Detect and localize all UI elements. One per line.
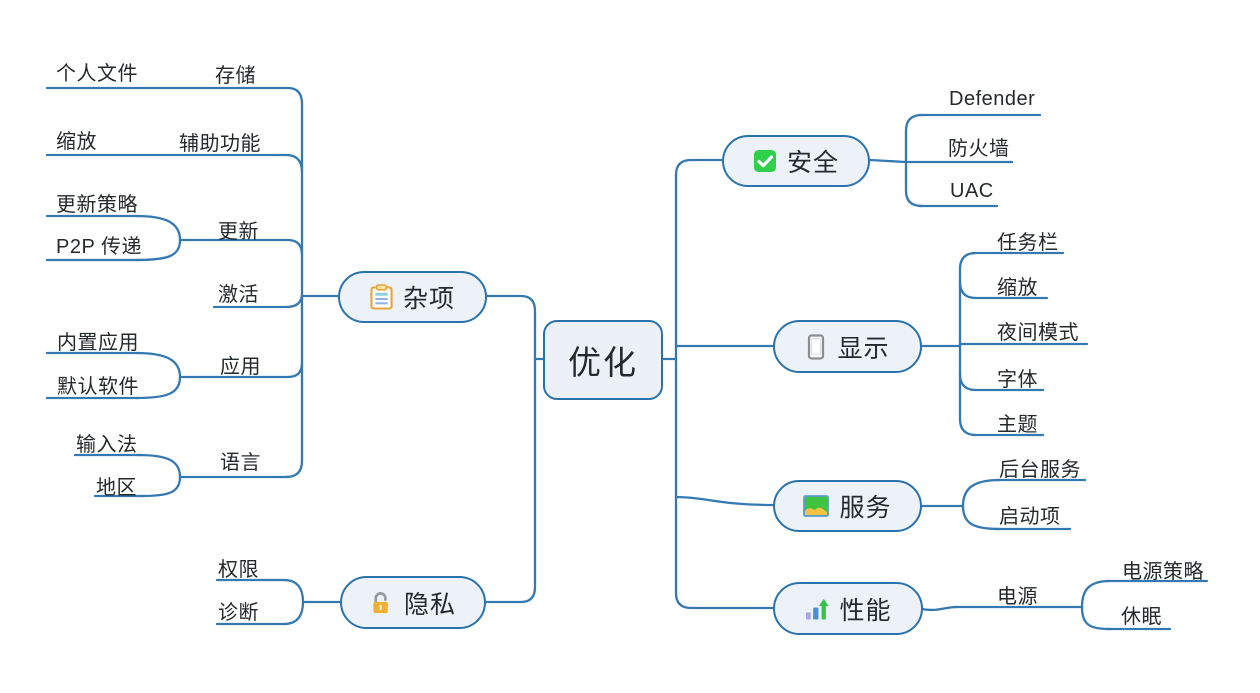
root-node-optimization[interactable]: 优化 [543, 320, 663, 400]
topic-permissions[interactable]: 权限 [218, 559, 259, 581]
topic-night-mode[interactable]: 夜间模式 [997, 322, 1079, 344]
connector-root-right-trunk [674, 158, 775, 610]
unlock-icon [370, 590, 394, 615]
node-services[interactable]: 服务 [773, 480, 922, 532]
root-node-label: 优化 [568, 344, 638, 381]
topic-power[interactable]: 电源 [997, 586, 1038, 608]
connector-power-bracket [1080, 579, 1112, 631]
connector-apps [178, 361, 304, 379]
node-display[interactable]: 显示 [773, 320, 922, 373]
connector-update [178, 238, 304, 257]
topic-p2p-delivery[interactable]: P2P 传递 [56, 236, 142, 258]
topic-uac[interactable]: UAC [950, 180, 994, 202]
clipboard-icon [370, 284, 393, 310]
topic-accessibility[interactable]: 辅助功能 [179, 133, 261, 155]
node-security[interactable]: 安全 [722, 135, 870, 187]
topic-activation[interactable]: 激活 [218, 284, 259, 306]
topic-background-services[interactable]: 后台服务 [999, 459, 1081, 481]
green-checkbox-icon [753, 149, 777, 173]
connector-update-bracket [134, 214, 182, 262]
connector-performance-right [920, 605, 959, 612]
node-misc-label: 杂项 [402, 285, 455, 313]
bar-chart-icon [804, 596, 830, 621]
connector-services-node [674, 495, 775, 507]
connector-privacy-bracket [282, 578, 305, 626]
topic-zoom-right[interactable]: 缩放 [997, 277, 1038, 299]
picture-icon [803, 495, 830, 517]
topic-update[interactable]: 更新 [218, 221, 259, 243]
topic-startup-items[interactable]: 启动项 [999, 506, 1061, 528]
topic-zoom-left[interactable]: 缩放 [56, 131, 97, 153]
node-privacy[interactable]: 隐私 [340, 576, 486, 629]
connector-fonts [958, 372, 1045, 392]
connector-security-right [868, 158, 908, 164]
topic-builtin-apps[interactable]: 内置应用 [57, 332, 139, 354]
topic-defender[interactable]: Defender [949, 88, 1036, 110]
topic-diagnostics[interactable]: 诊断 [218, 602, 259, 624]
connector-display-zoom [958, 280, 1049, 300]
topic-firewall[interactable]: 防火墙 [948, 138, 1010, 160]
connector-language-bracket [136, 453, 182, 498]
node-privacy-label: 隐私 [403, 590, 456, 619]
connector-apps-bracket [134, 351, 182, 400]
topic-storage[interactable]: 存储 [215, 65, 256, 87]
topic-hibernate[interactable]: 休眠 [1121, 606, 1162, 628]
topic-region[interactable]: 地区 [96, 477, 137, 499]
topic-apps[interactable]: 应用 [220, 356, 261, 378]
node-misc[interactable]: 杂项 [338, 271, 487, 323]
node-performance-label: 性能 [839, 596, 892, 625]
connector-accessibility [45, 153, 304, 174]
smartphone-icon [805, 333, 827, 360]
topic-taskbar[interactable]: 任务栏 [997, 232, 1059, 254]
node-performance[interactable]: 性能 [773, 582, 923, 635]
connector-services-bracket [961, 478, 1002, 531]
connector-misc-trunk [284, 86, 304, 479]
connector-security-trunk [904, 113, 924, 208]
topic-language[interactable]: 语言 [220, 452, 261, 474]
node-display-label: 显示 [837, 334, 890, 363]
node-services-label: 服务 [839, 494, 892, 522]
topic-update-policy[interactable]: 更新策略 [56, 194, 138, 216]
topic-fonts[interactable]: 字体 [997, 369, 1038, 391]
topic-power-policy[interactable]: 电源策略 [1122, 561, 1204, 583]
node-security-label: 安全 [786, 149, 839, 177]
connector-activation [212, 293, 304, 309]
connector-root-left-trunk [484, 294, 537, 604]
topic-themes[interactable]: 主题 [997, 414, 1038, 436]
topic-personal-files[interactable]: 个人文件 [56, 63, 138, 85]
topic-input-method[interactable]: 输入法 [76, 434, 138, 456]
topic-default-software[interactable]: 默认软件 [57, 376, 139, 398]
